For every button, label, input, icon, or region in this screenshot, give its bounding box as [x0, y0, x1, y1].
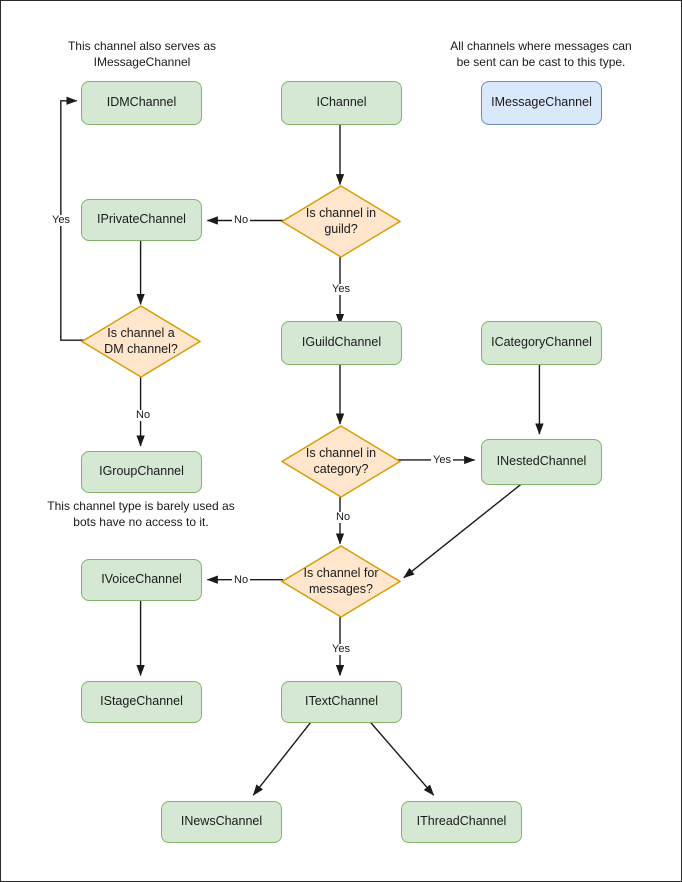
decision-label: Is channel for messages? [303, 565, 379, 596]
diamond-shape-icon [281, 425, 401, 498]
edge-itextchannel-to-inewschannel [252, 718, 314, 796]
node-itextchannel[interactable]: ITextChannel [281, 681, 402, 723]
note-dm-channel: This channel also serves as IMessageChan… [67, 39, 217, 69]
node-ichannel[interactable]: IChannel [281, 81, 402, 125]
edge-label-guild-no: No [232, 214, 251, 226]
node-ivoicechannel[interactable]: IVoiceChannel [81, 559, 202, 601]
node-iprivatechannel[interactable]: IPrivateChannel [81, 199, 202, 241]
edge-label-category-no: No [334, 511, 353, 523]
decision-is-channel-a-dm-channel[interactable]: Is channel a DM channel? [81, 305, 201, 378]
node-inewschannel[interactable]: INewsChannel [161, 801, 282, 843]
edge-label-category-yes: Yes [431, 454, 453, 466]
decision-label: Is channel in guild? [305, 205, 377, 236]
node-imessagechannel[interactable]: IMessageChannel [481, 81, 602, 125]
decision-is-channel-for-messages[interactable]: Is channel for messages? [281, 545, 401, 618]
note-message-channel: All channels where messages can be sent … [450, 39, 632, 69]
decision-is-channel-in-guild[interactable]: Is channel in guild? [281, 185, 401, 258]
node-iguildchannel[interactable]: IGuildChannel [281, 321, 402, 365]
node-ithreadchannel[interactable]: IThreadChannel [401, 801, 522, 843]
node-inestedchannel[interactable]: INestedChannel [481, 439, 602, 485]
node-istagechannel[interactable]: IStageChannel [81, 681, 202, 723]
edge-itextchannel-to-ithreadchannel [367, 718, 435, 796]
diamond-shape-icon [81, 305, 201, 378]
diamond-shape-icon [281, 185, 401, 258]
edge-label-dm-yes: Yes [50, 214, 72, 226]
note-group-channel: This channel type is barely used as bots… [47, 499, 235, 529]
edge-inestedchannel-to-messages [403, 483, 522, 579]
edge-label-messages-no: No [232, 574, 251, 586]
node-icategorychannel[interactable]: ICategoryChannel [481, 321, 602, 365]
decision-label: Is channel in category? [305, 445, 377, 476]
decision-is-channel-in-category[interactable]: Is channel in category? [281, 425, 401, 498]
diamond-shape-icon [281, 545, 401, 618]
node-idmchannel[interactable]: IDMChannel [81, 81, 202, 125]
node-igroupchannel[interactable]: IGroupChannel [81, 451, 202, 493]
decision-label: Is channel a DM channel? [104, 325, 178, 356]
edge-label-dm-no: No [134, 409, 153, 421]
edge-label-guild-yes: Yes [330, 283, 352, 295]
edge-label-messages-yes: Yes [330, 643, 352, 655]
